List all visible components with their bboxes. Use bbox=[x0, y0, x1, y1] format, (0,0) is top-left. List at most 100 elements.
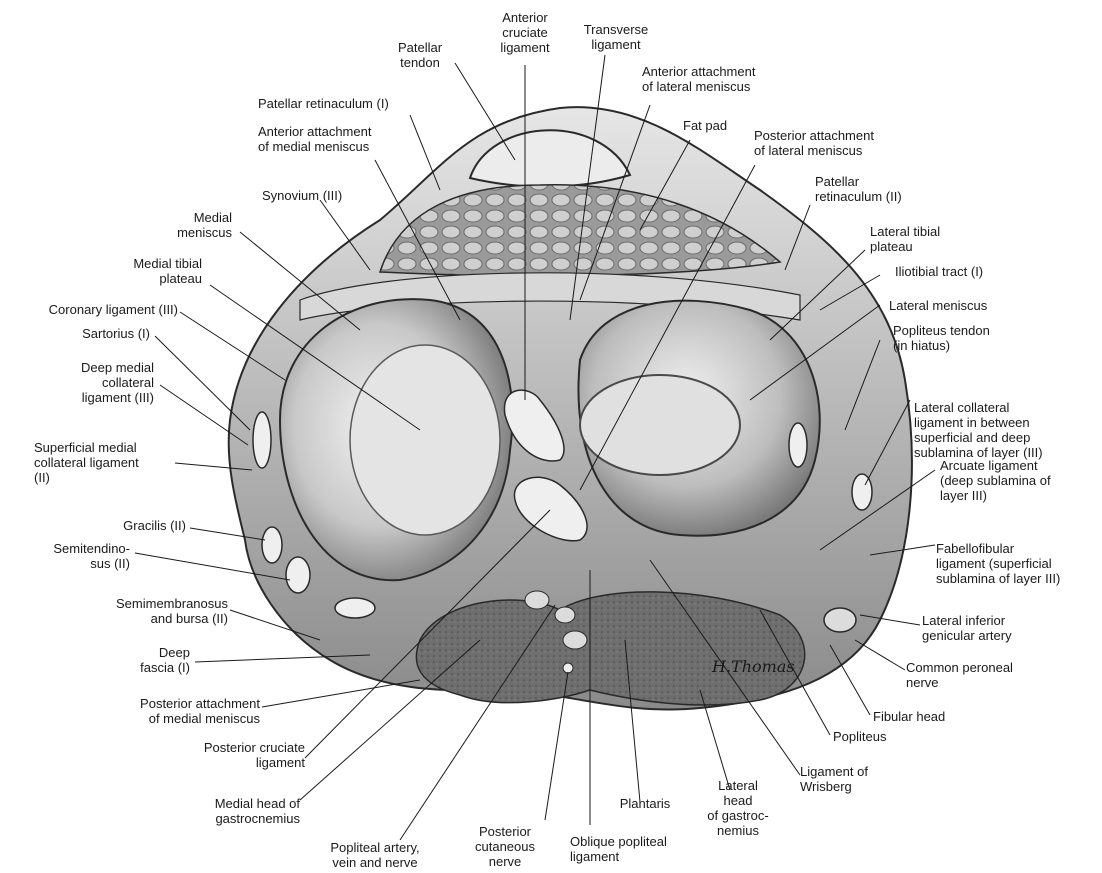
posterior-cutaneous-nerve-shape bbox=[563, 663, 573, 673]
label-line: Fibular head bbox=[873, 709, 945, 724]
label-semitendinosus: Semitendino-sus (II) bbox=[53, 541, 130, 571]
lateral-articular-surface bbox=[580, 375, 740, 475]
label-synovium-iii: Synovium (III) bbox=[262, 188, 342, 203]
label-line: Gracilis (II) bbox=[123, 518, 186, 533]
label-line: ligament in between bbox=[914, 415, 1030, 430]
label-line: Superficial medial bbox=[34, 440, 137, 455]
label-line: Patellar bbox=[815, 174, 860, 189]
label-line: Patellar retinaculum (I) bbox=[258, 96, 389, 111]
label-gracilis: Gracilis (II) bbox=[123, 518, 186, 533]
label-line: Anterior attachment bbox=[642, 64, 756, 79]
label-line: Posterior attachment bbox=[140, 696, 260, 711]
label-line: collateral bbox=[102, 375, 154, 390]
label-line: Semimembranosus bbox=[116, 596, 228, 611]
label-line: Posterior attachment bbox=[754, 128, 874, 143]
label-line: Posterior cruciate bbox=[204, 740, 305, 755]
label-line: Anterior attachment bbox=[258, 124, 372, 139]
label-line: Popliteus bbox=[833, 729, 887, 744]
label-line: Oblique popliteal bbox=[570, 834, 667, 849]
label-line: sus (II) bbox=[90, 556, 130, 571]
label-line: sublamina of layer III) bbox=[936, 571, 1060, 586]
label-iliotibial-tract: Iliotibial tract (I) bbox=[895, 264, 983, 279]
label-line: retinaculum (II) bbox=[815, 189, 902, 204]
semimembranosus-tendon bbox=[335, 598, 375, 618]
label-fat-pad: Fat pad bbox=[683, 118, 727, 133]
label-lateral-meniscus: Lateral meniscus bbox=[889, 298, 988, 313]
label-line: ligament bbox=[256, 755, 306, 770]
label-line: Medial tibial bbox=[133, 256, 202, 271]
label-line: Coronary ligament (III) bbox=[49, 302, 178, 317]
label-line: ligament bbox=[570, 849, 620, 864]
label-line: Ligament of bbox=[800, 764, 868, 779]
label-line: plateau bbox=[870, 239, 913, 254]
gracilis-tendon bbox=[262, 527, 282, 563]
label-line: Lateral inferior bbox=[922, 613, 1006, 628]
label-line: Wrisberg bbox=[800, 779, 852, 794]
label-line: Anterior bbox=[502, 10, 548, 25]
label-line: meniscus bbox=[177, 225, 232, 240]
label-line: Lateral bbox=[718, 778, 758, 793]
label-line: nerve bbox=[906, 675, 939, 690]
label-line: superficial and deep bbox=[914, 430, 1030, 445]
label-sartorius: Sartorius (I) bbox=[82, 326, 150, 341]
popliteal-vessel-1 bbox=[525, 591, 549, 609]
label-line: Semitendino- bbox=[53, 541, 130, 556]
label-line: Iliotibial tract (I) bbox=[895, 264, 983, 279]
popliteal-vessel-2 bbox=[555, 607, 575, 623]
label-line: Popliteus tendon bbox=[893, 323, 990, 338]
label-coronary-ligament: Coronary ligament (III) bbox=[49, 302, 178, 317]
label-oblique-popliteal-ligament: Oblique poplitealligament bbox=[570, 834, 667, 864]
label-line: ligament bbox=[500, 40, 550, 55]
label-line: Patellar bbox=[398, 40, 443, 55]
label-line: genicular artery bbox=[922, 628, 1012, 643]
label-line: vein and nerve bbox=[332, 855, 417, 868]
label-line: Popliteal artery, bbox=[330, 840, 419, 855]
label-line: of lateral meniscus bbox=[642, 79, 751, 94]
label-line: (deep sublamina of bbox=[940, 473, 1051, 488]
label-line: (II) bbox=[34, 470, 50, 485]
posterior-muscle-mass bbox=[416, 592, 804, 705]
label-line: and bursa (II) bbox=[151, 611, 228, 626]
label-line: of medial meniscus bbox=[149, 711, 261, 726]
label-line: of lateral meniscus bbox=[754, 143, 863, 158]
label-line: cutaneous bbox=[475, 839, 535, 854]
label-line: Lateral tibial bbox=[870, 224, 940, 239]
label-line: of gastroc- bbox=[707, 808, 768, 823]
label-line: Lateral collateral bbox=[914, 400, 1009, 415]
label-fibular-head: Fibular head bbox=[873, 709, 945, 724]
fibular-head-shape bbox=[824, 608, 856, 632]
label-line: Sartorius (I) bbox=[82, 326, 150, 341]
label-line: Synovium (III) bbox=[262, 188, 342, 203]
label-line: Posterior bbox=[479, 824, 532, 839]
label-line: Common peroneal bbox=[906, 660, 1013, 675]
label-line: gastrocnemius bbox=[215, 811, 300, 826]
popliteus-tendon-shape bbox=[789, 423, 807, 467]
label-line: ligament (III) bbox=[82, 390, 154, 405]
label-line: (in hiatus) bbox=[893, 338, 950, 353]
label-line: Transverse bbox=[584, 22, 649, 37]
label-popliteal-artery: Popliteal artery,vein and nerve bbox=[330, 840, 419, 868]
label-line: Deep medial bbox=[81, 360, 154, 375]
label-line: Fat pad bbox=[683, 118, 727, 133]
popliteal-vessel-3 bbox=[563, 631, 587, 649]
label-patellar-retinaculum-i: Patellar retinaculum (I) bbox=[258, 96, 389, 111]
